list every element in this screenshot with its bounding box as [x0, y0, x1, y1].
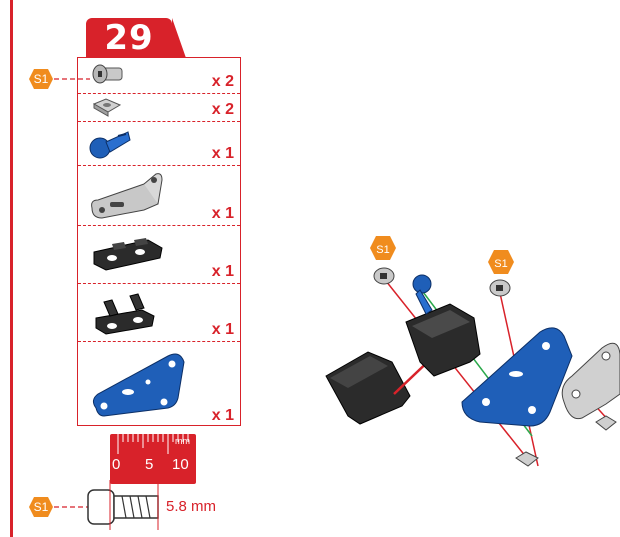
s1-label: S1 — [376, 244, 389, 256]
ruler-label-10: 10 — [172, 456, 189, 473]
hinge-clip-icon — [90, 232, 170, 278]
part-qty: x 2 — [212, 101, 234, 119]
s1-callout-left: S1 — [28, 68, 54, 95]
plate-hole — [528, 406, 536, 414]
blue-pin-icon — [88, 126, 134, 162]
angle-bracket-icon — [88, 170, 168, 220]
s1-label: S1 — [28, 496, 54, 518]
part-row-hinge-clip-small: x 1 — [78, 284, 240, 342]
left-margin-rule — [10, 0, 13, 537]
plate-hole — [482, 398, 490, 406]
plate-slot — [509, 371, 523, 377]
step-number: 29 — [86, 18, 172, 58]
ruler-label-5: 5 — [145, 456, 153, 473]
part-row-nut: x 2 — [78, 94, 240, 122]
part-row-screw: x 2 — [78, 58, 240, 94]
blue-pin-part — [413, 275, 431, 293]
part-qty: x 1 — [212, 145, 234, 163]
screw-size-icon — [54, 480, 166, 530]
bracket-hole — [602, 352, 610, 360]
part-row-angle-bracket: x 1 — [78, 166, 240, 226]
part-qty: x 1 — [212, 263, 234, 281]
part-qty: x 1 — [212, 407, 234, 425]
part-qty: x 1 — [212, 205, 234, 223]
parts-list: x 2 x 2 x 1 x 1 — [77, 57, 241, 426]
plate-hole — [542, 342, 550, 350]
s1-label: S1 — [28, 68, 54, 90]
s1-label: S1 — [494, 258, 507, 270]
part-qty: x 1 — [212, 321, 234, 339]
screw-socket — [380, 273, 387, 279]
measuring-ruler: mm 0 5 10 — [110, 434, 196, 484]
ruler-label-0: 0 — [112, 456, 120, 473]
hinge-clip-small-icon — [92, 288, 162, 338]
nut-part — [596, 416, 616, 430]
triangle-plate-icon — [88, 350, 198, 422]
part-row-blue-pin: x 1 — [78, 122, 240, 166]
part-row-hinge-clip-large: x 1 — [78, 226, 240, 284]
screw-length-label: 5.8 mm — [166, 498, 216, 515]
nut-icon — [90, 96, 126, 118]
part-row-blue-triangle-plate: x 1 — [78, 342, 240, 427]
screw-icon — [90, 62, 126, 88]
s1-callout-bottom: S1 — [28, 496, 54, 523]
part-qty: x 2 — [212, 73, 234, 91]
ruler-unit: mm — [175, 436, 190, 446]
bracket-hole — [572, 390, 580, 398]
assembly-diagram: S1 S1 — [320, 226, 620, 476]
screw-socket — [496, 285, 503, 291]
